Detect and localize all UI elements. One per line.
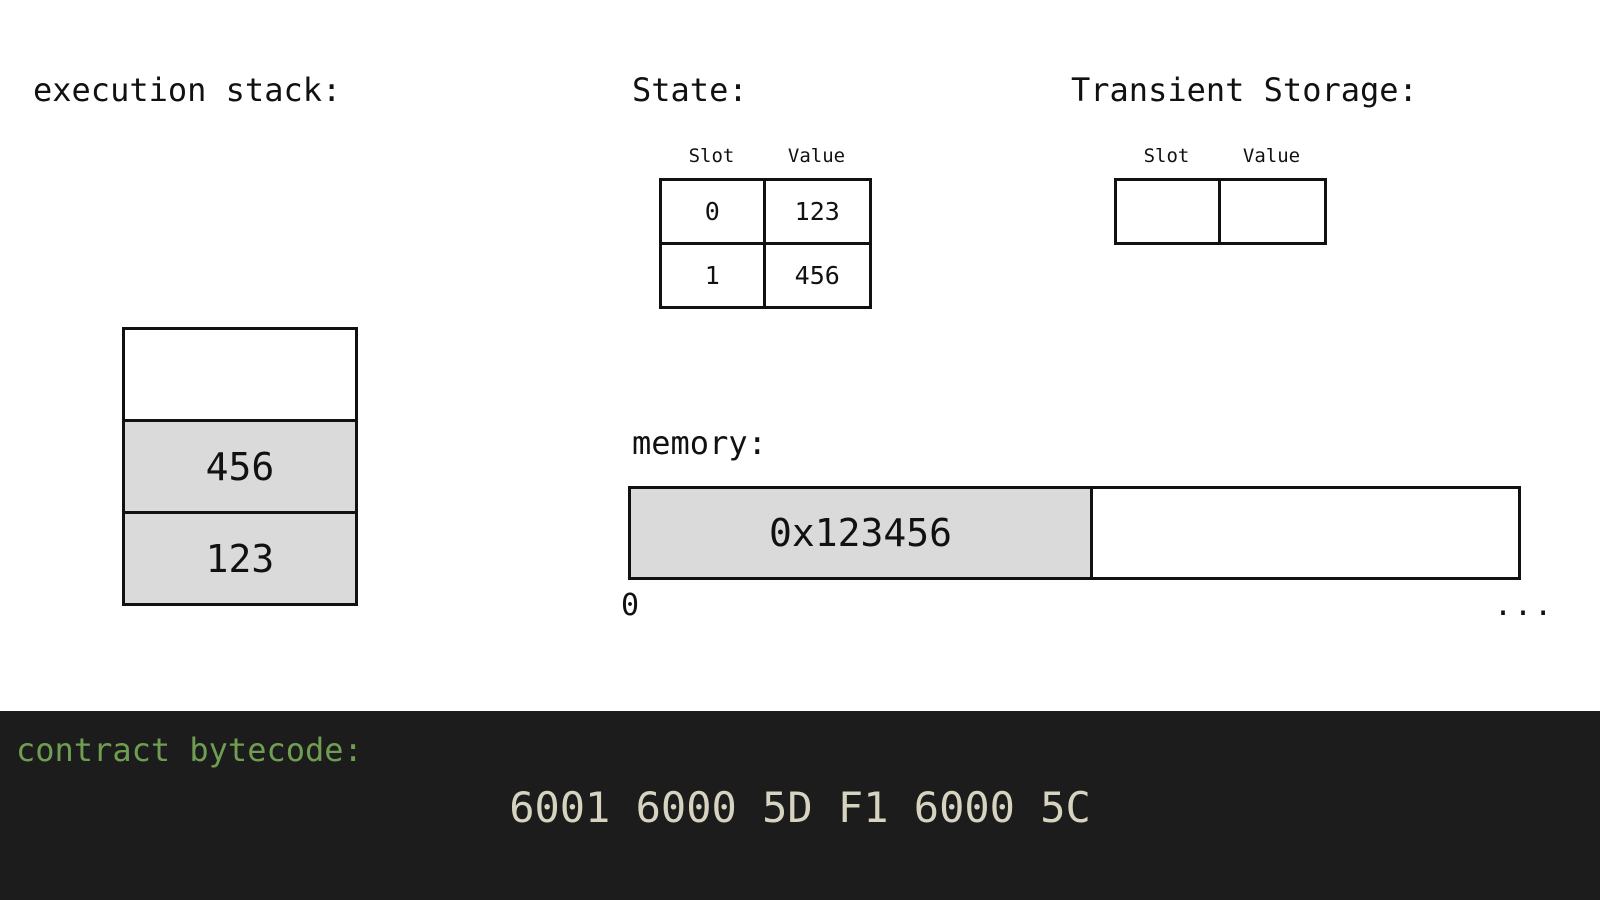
memory-empty-region (1093, 489, 1518, 577)
memory-start-offset: 0 (621, 588, 640, 623)
transient-value-cell (1221, 181, 1324, 242)
table-row (1117, 181, 1324, 242)
state-title: State: (632, 71, 748, 109)
state-slot-cell: 0 (662, 181, 766, 242)
table-row: 1 456 (662, 245, 869, 306)
state-grid: 0 123 1 456 (659, 178, 872, 309)
transient-grid (1114, 178, 1327, 245)
state-slot-header: Slot (688, 145, 735, 167)
bytecode-label: contract bytecode: (16, 731, 363, 769)
state-value-cell: 123 (794, 197, 840, 226)
stack-cell-top: 456 (125, 422, 355, 514)
transient-value-header: Value (1242, 145, 1301, 167)
stack-cell-empty (125, 330, 355, 422)
memory-title: memory: (632, 424, 767, 462)
memory-ellipsis: ... (1494, 588, 1555, 623)
transient-storage-title: Transient Storage: (1071, 71, 1418, 109)
stack-cell-bottom: 123 (125, 514, 355, 603)
transient-slot-cell (1117, 181, 1221, 242)
table-row: 0 123 (662, 181, 869, 245)
state-table-header: Slot Value (659, 142, 872, 170)
memory-word: 0x123456 (631, 489, 1093, 577)
transient-slot-header: Slot (1143, 145, 1190, 167)
memory-strip: 0x123456 (628, 486, 1521, 580)
transient-table-header: Slot Value (1114, 142, 1327, 170)
state-table: Slot Value 0 123 1 456 (659, 142, 872, 309)
bytecode-panel: contract bytecode: 6001 6000 5D F1 6000 … (0, 711, 1600, 900)
execution-stack-title: execution stack: (33, 71, 342, 109)
state-value-header: Value (787, 145, 846, 167)
state-slot-cell: 1 (662, 245, 766, 306)
bytecode-text: 6001 6000 5D F1 6000 5C (509, 783, 1091, 832)
execution-stack: 456 123 (122, 327, 358, 606)
state-value-cell: 456 (794, 261, 840, 290)
transient-storage-table: Slot Value (1114, 142, 1327, 245)
